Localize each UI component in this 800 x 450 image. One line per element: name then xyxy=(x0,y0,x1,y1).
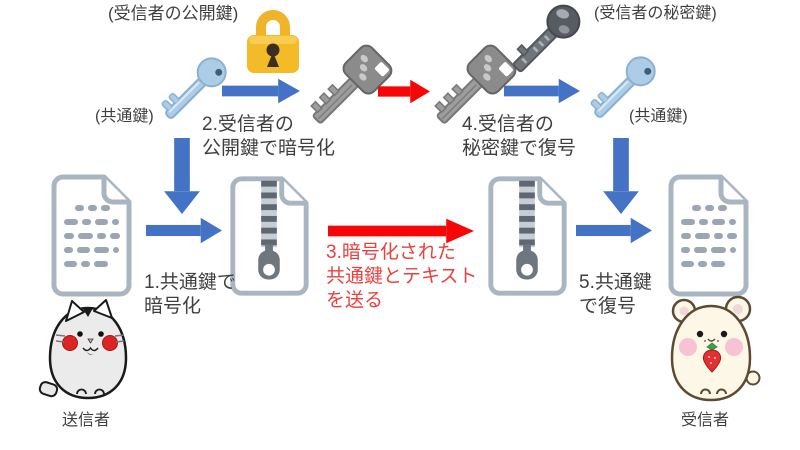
label-common-key-right: (共通鍵) xyxy=(629,108,688,125)
gray-key-encrypted-receiver-icon xyxy=(426,44,518,132)
dark-key-private-icon xyxy=(504,0,586,80)
arrow-send-ciphertext xyxy=(328,218,474,244)
label-receiver-private-key: (受信者の秘密鍵) xyxy=(594,5,717,22)
step1-text: 1.共通鍵で 暗号化 xyxy=(144,272,236,317)
document-plain-receiver-icon xyxy=(662,172,754,300)
step3-text: 3.暗号化された 共通鍵とテキスト を送る xyxy=(326,242,478,311)
document-encrypted-sender-icon xyxy=(224,173,314,300)
arrow-decrypt-text xyxy=(576,217,652,244)
label-sender: 送信者 xyxy=(62,412,111,429)
document-plain-sender-icon xyxy=(45,172,137,300)
gray-key-encrypted-sender-icon xyxy=(302,44,394,132)
blue-key-receiver-icon xyxy=(586,50,660,128)
step5-text: 5.共通鍵 で復号 xyxy=(579,272,652,317)
label-receiver: 受信者 xyxy=(681,412,730,429)
document-encrypted-receiver-icon xyxy=(482,173,572,300)
step2-text: 2.受信者の 公開鍵で暗号化 xyxy=(202,114,336,159)
padlock-icon xyxy=(245,5,301,75)
blue-key-sender-icon xyxy=(156,52,232,128)
arrow-common-key-down-sender xyxy=(163,138,201,214)
arrow-common-key-down-receiver xyxy=(602,138,640,214)
arrow-decrypt-with-private-key xyxy=(504,78,580,104)
cat-character xyxy=(38,298,138,402)
arrow-send-encrypted-key xyxy=(378,79,430,104)
label-receiver-public-key: (受信者の公開鍵) xyxy=(108,4,239,23)
arrow-encrypt-common-key xyxy=(222,78,300,104)
step4-text: 4.受信者の 秘密鍵で復号 xyxy=(462,114,577,159)
label-common-key-left: (共通鍵) xyxy=(95,108,154,125)
hamster-character xyxy=(658,294,764,406)
arrow-encrypt-text xyxy=(146,217,222,244)
